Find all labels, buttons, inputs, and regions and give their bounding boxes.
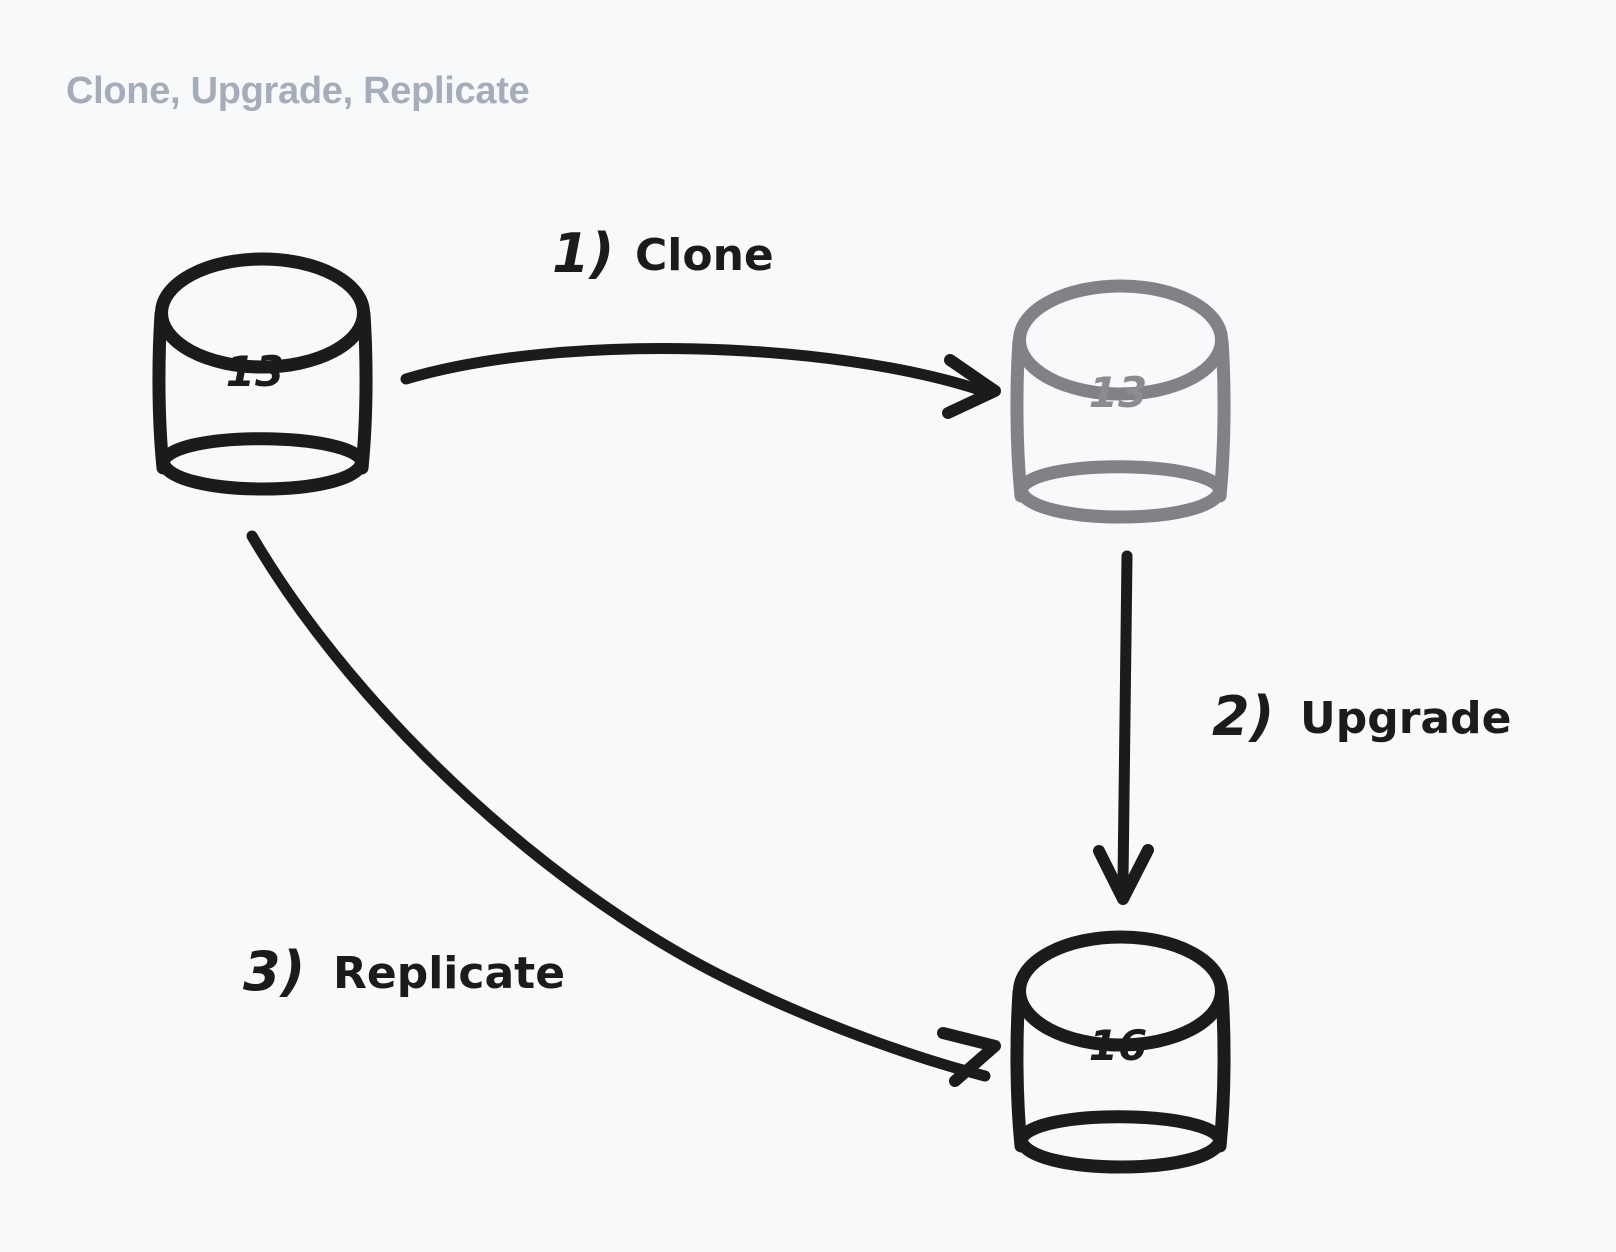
replicate-arrow-head: [937, 1027, 1001, 1087]
replicate-edge-label: 3) Replicate: [243, 940, 565, 1003]
clone-arrow-head: [942, 354, 1001, 419]
replicate-edge-number: 3): [243, 940, 305, 1003]
clone-edge-label: 1) Clone: [552, 222, 774, 285]
cylinder-left-wall: [152, 307, 170, 475]
cylinder-top-ellipse: [155, 252, 370, 374]
clone-arrow-path: [400, 343, 986, 396]
upgrade-edge-number: 2): [1212, 685, 1274, 748]
cylinder-bottom-front: [1014, 1133, 1227, 1174]
cylinder-bottom-back: [1014, 460, 1227, 497]
node-source-db[interactable]: 13: [152, 252, 373, 496]
cylinder-left-wall: [1010, 334, 1028, 503]
cylinder-left-wall: [1010, 985, 1028, 1153]
cylinder-bottom-front: [156, 455, 369, 496]
cylinder-bottom-front: [1014, 483, 1227, 524]
upgrade-arrow-path: [1117, 550, 1133, 886]
cylinder-right-wall: [1213, 985, 1231, 1153]
cylinder-bottom-back: [1014, 1110, 1227, 1147]
page-title: Clone, Upgrade, Replicate: [66, 70, 530, 112]
edge-replicate[interactable]: 3) Replicate: [243, 530, 1001, 1087]
clone-edge-number: 1): [552, 222, 614, 285]
edge-upgrade[interactable]: 2) Upgrade: [1093, 550, 1511, 905]
cylinder-top-ellipse: [1013, 279, 1228, 401]
edge-clone[interactable]: 1) Clone: [400, 222, 1001, 419]
cylinder-bottom-back: [156, 432, 369, 469]
source-db-version-label: 13: [226, 347, 284, 396]
clone-edge-word: Clone: [635, 230, 774, 281]
clone-db-version-label: 13: [1089, 368, 1147, 417]
upgrade-edge-label: 2) Upgrade: [1212, 685, 1511, 748]
upgrade-arrow-head: [1093, 844, 1154, 905]
upgraded-db-version-label: 16: [1089, 1021, 1147, 1070]
replicate-arrow-path: [246, 530, 991, 1082]
node-upgraded-db[interactable]: 16: [1010, 930, 1231, 1174]
node-clone-db[interactable]: 13: [1010, 279, 1231, 524]
cylinder-right-wall: [355, 307, 373, 475]
cylinder-right-wall: [1213, 334, 1231, 503]
replicate-edge-word: Replicate: [333, 948, 565, 999]
cylinder-top-ellipse: [1013, 930, 1228, 1052]
upgrade-edge-word: Upgrade: [1300, 693, 1511, 744]
